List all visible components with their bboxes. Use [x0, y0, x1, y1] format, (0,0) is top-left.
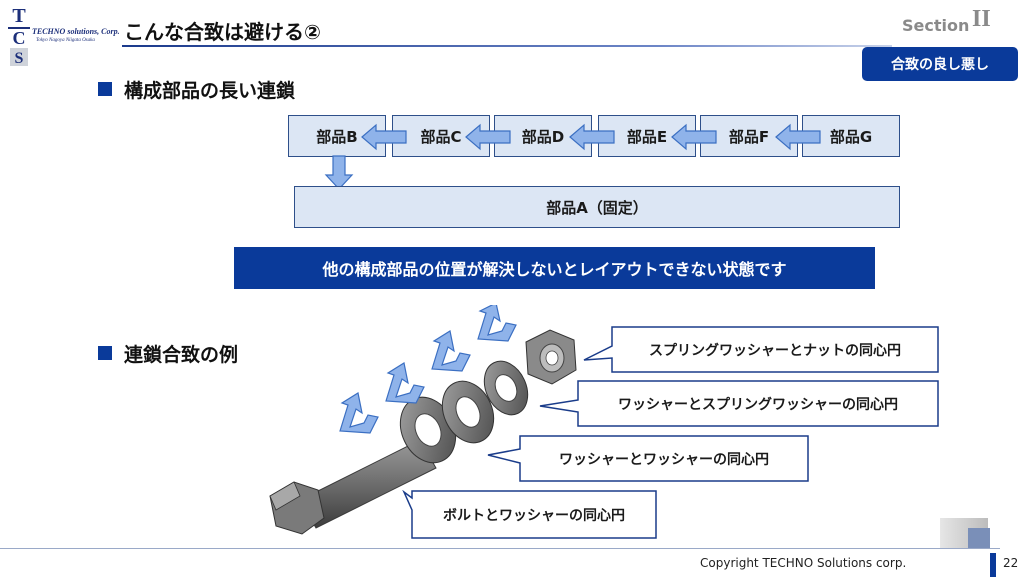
bolt-washer-assembly-illustration — [269, 329, 577, 535]
arrow-down-icon — [324, 155, 354, 190]
arrow-left-icon — [361, 123, 407, 151]
arrow-left-icon — [775, 123, 821, 151]
company-logo: T C S — [6, 4, 32, 68]
title-underline — [122, 45, 892, 47]
svg-text:S: S — [15, 50, 24, 67]
part-a-fixed-box: 部品A（固定） — [294, 186, 900, 228]
page-number: 22 — [1003, 556, 1019, 570]
footer-divider — [0, 548, 1000, 549]
status-banner: 他の構成部品の位置が解決しないとレイアウトできない状態です — [234, 247, 875, 289]
callout-2-text: ワッシャーとスプリングワッシャーの同心円 — [618, 397, 898, 413]
logo-subtext: Tokyo Nagoya Niigata Osaka — [36, 38, 95, 43]
section2-heading: 連鎖合致の例 — [124, 344, 239, 366]
callout-3-text: ワッシャーとワッシャーの同心円 — [559, 452, 769, 468]
section-label: Section — [902, 16, 970, 35]
callout-1 — [583, 326, 939, 373]
footer-decoration-accent — [968, 528, 990, 548]
section1-heading: 構成部品の長い連鎖 — [124, 80, 296, 102]
part-c-box: 部品C — [392, 115, 490, 157]
bullet-square-icon — [98, 82, 112, 96]
part-g-box: 部品G — [802, 115, 900, 157]
logo-text: TECHNO solutions, Corp. — [32, 27, 120, 36]
copyright-text: Copyright TECHNO Solutions corp. — [700, 556, 907, 570]
svg-text:C: C — [13, 28, 26, 48]
slide-title: こんな合致は避ける② — [124, 20, 321, 44]
arrow-left-icon — [569, 123, 615, 151]
callout-3 — [487, 435, 809, 482]
callout-2 — [539, 380, 939, 427]
callout-4 — [402, 490, 657, 539]
section-number: II — [972, 6, 991, 32]
arrow-left-icon — [465, 123, 511, 151]
svg-text:T: T — [12, 5, 26, 27]
page-number-marker — [990, 553, 996, 577]
topic-badge: 合致の良し悪し — [862, 47, 1018, 81]
callout-4-text: ボルトとワッシャーの同心円 — [443, 508, 625, 524]
bullet-square-icon — [98, 346, 112, 360]
callout-1-text: スプリングワッシャーとナットの同心円 — [649, 343, 901, 359]
arrow-left-icon — [671, 123, 717, 151]
zigzag-arrows-icon — [339, 305, 517, 434]
